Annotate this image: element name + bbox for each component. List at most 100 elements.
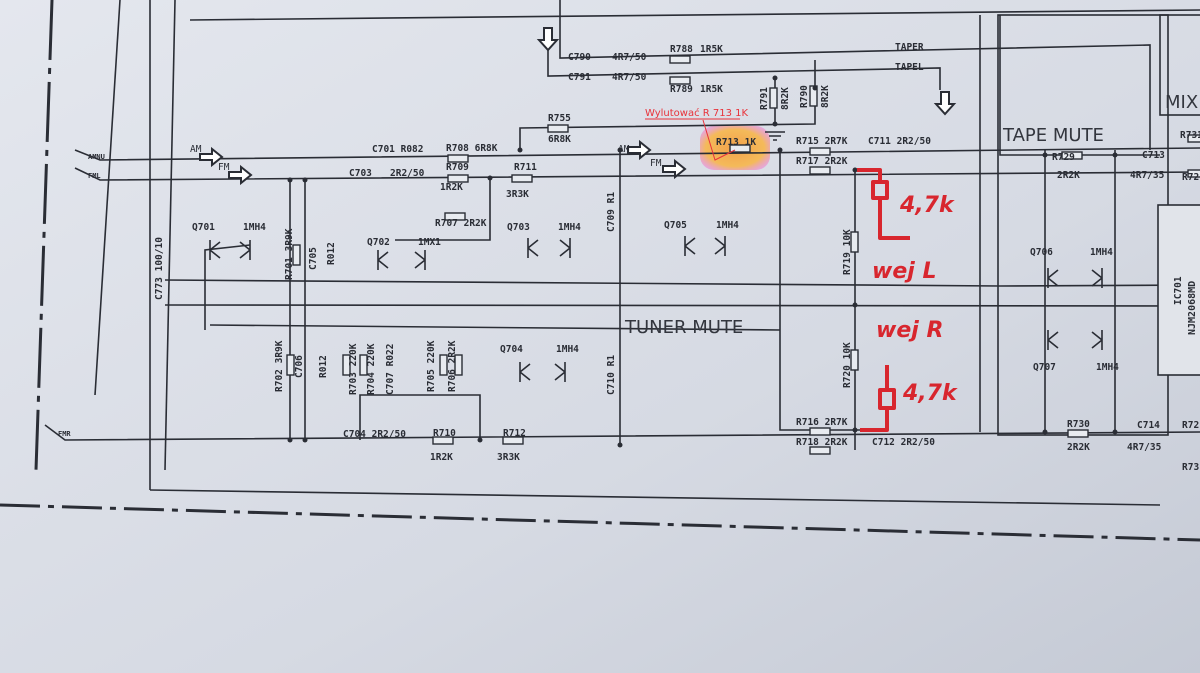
label-c703-value: 2R2/50 [390,168,425,179]
label-r705: R705 220K [426,340,437,392]
label-q703-type: 1MH4 [558,222,581,233]
label-q706-type: 1MH4 [1090,247,1113,258]
handwritten-input-r: wej R [876,318,943,343]
signal-arrows [199,27,957,186]
label-q701-type: 1MH4 [243,222,266,233]
label-r72a: R72 [1182,172,1199,183]
label-q702: Q702 [367,237,390,248]
label-am-in: AM [190,144,202,155]
label-fm-out: FM [650,158,662,169]
annotations: Wylutować R 713 1K 4,7k wej L wej R 4,7k [645,107,958,432]
transistor-symbols [209,236,1103,382]
label-r716: R716 2R7K [796,417,848,428]
label-c790-value: 4R7/50 [612,52,647,63]
block-mix: MIX [1165,92,1198,113]
label-r709-value: 1R2K [440,182,463,193]
label-r812: R012 [326,242,337,265]
label-r719: R719 10K [842,229,853,275]
label-q702-type: 1MX1 [418,237,441,248]
label-c711: C711 2R2/50 [868,136,931,147]
label-r702: R702 3R9K [274,340,285,392]
label-r712-value: 3R3K [497,452,520,463]
label-q704: Q704 [500,344,523,355]
label-r755: R755 [548,113,571,124]
label-r706: R706 2R2K [447,340,458,392]
label-r790: R790 [799,85,810,108]
label-r012: R012 [318,355,329,378]
handwritten-resistor-top [857,168,910,240]
label-c705: C705 [308,247,319,270]
label-r789-value: 1R5K [700,84,723,95]
label-ic701-type: NJM2068MD [1187,281,1198,335]
signal-tapel: TAPEL [895,62,924,73]
mix-frame [1159,14,1200,116]
label-r709: R709 [446,162,469,173]
label-am-out: AM [618,144,630,155]
label-r730-value: 2R2K [1067,442,1090,453]
label-q707: Q707 [1033,362,1056,373]
label-c714-value: 4R7/35 [1127,442,1162,453]
label-r707: R707 2R2K [435,218,487,229]
signal-fmr: FMR [58,430,71,438]
label-q706: Q706 [1030,247,1053,258]
label-r711-value: 3R3K [506,189,529,200]
label-r789: R789 [670,84,693,95]
label-r711: R711 [514,162,537,173]
label-r713: R713 1K [716,137,756,148]
label-r708: R708 6R8K [446,143,498,154]
signal-fml: FML [88,172,101,180]
label-c706: C706 [294,355,305,378]
junction-dots [287,75,1118,448]
label-c791-value: 4R7/50 [612,72,647,83]
label-c709: C709 R1 [606,192,617,232]
label-c712: C712 2R2/50 [872,437,935,448]
label-r791: R791 [759,87,770,110]
label-c791: C791 [568,72,591,83]
label-r717: R717 2R2K [796,156,848,167]
block-tuner-mute: TUNER MUTE [624,317,743,338]
label-r755-value: 6R8K [548,134,571,145]
label-c773: C773 100/10 [154,237,165,300]
label-r73: R73 [1182,462,1199,473]
label-q703: Q703 [507,222,530,233]
label-r701: R701 3R9K [284,228,295,280]
label-r710: R710 [433,428,456,439]
label-r72b: R72 [1182,420,1199,431]
label-q705-type: 1MH4 [716,220,739,231]
label-c710: C710 R1 [606,355,617,395]
label-r788-value: 1R5K [700,44,723,55]
label-r731: R731 [1180,130,1200,141]
label-q704-type: 1MH4 [556,344,579,355]
label-r715: R715 2R7K [796,136,848,147]
label-r710-value: 1R2K [430,452,453,463]
desolder-note: Wylutować R 713 1K [645,107,749,119]
label-c713-value: 4R7/35 [1130,170,1165,181]
page-border [0,0,1200,542]
label-r730: R730 [1067,419,1090,430]
signal-taper: TAPER [895,42,924,53]
label-c703: C703 [349,168,372,179]
note-pointer [702,119,736,161]
signal-amnu: AMNU [88,153,105,161]
label-r703: R703 220K [348,343,359,395]
label-c704: C704 2R2/50 [343,429,406,440]
handwritten-4k7-top: 4,7k [899,193,955,218]
label-c707: C707 R022 [385,344,396,395]
label-c701: C701 R082 [372,144,423,155]
label-fm-in: FM [218,162,230,173]
ground-icon [765,131,785,141]
label-c713: C713 [1142,150,1165,161]
label-r788: R788 [670,44,693,55]
label-ic701: IC701 [1173,276,1184,305]
label-r729: R729 [1052,152,1075,163]
label-q707-type: 1MH4 [1096,362,1119,373]
label-r720: R720 10K [842,342,853,388]
label-r712: R712 [503,428,526,439]
handwritten-4k7-bottom: 4,7k [902,381,958,406]
label-r704: R704 220K [366,343,377,395]
label-r729-value: 2R2K [1057,170,1080,181]
label-r791-value: 8R2K [780,87,791,110]
component-labels: C790 4R7/50 R788 1R5K C791 4R7/50 R789 1… [154,44,1200,473]
